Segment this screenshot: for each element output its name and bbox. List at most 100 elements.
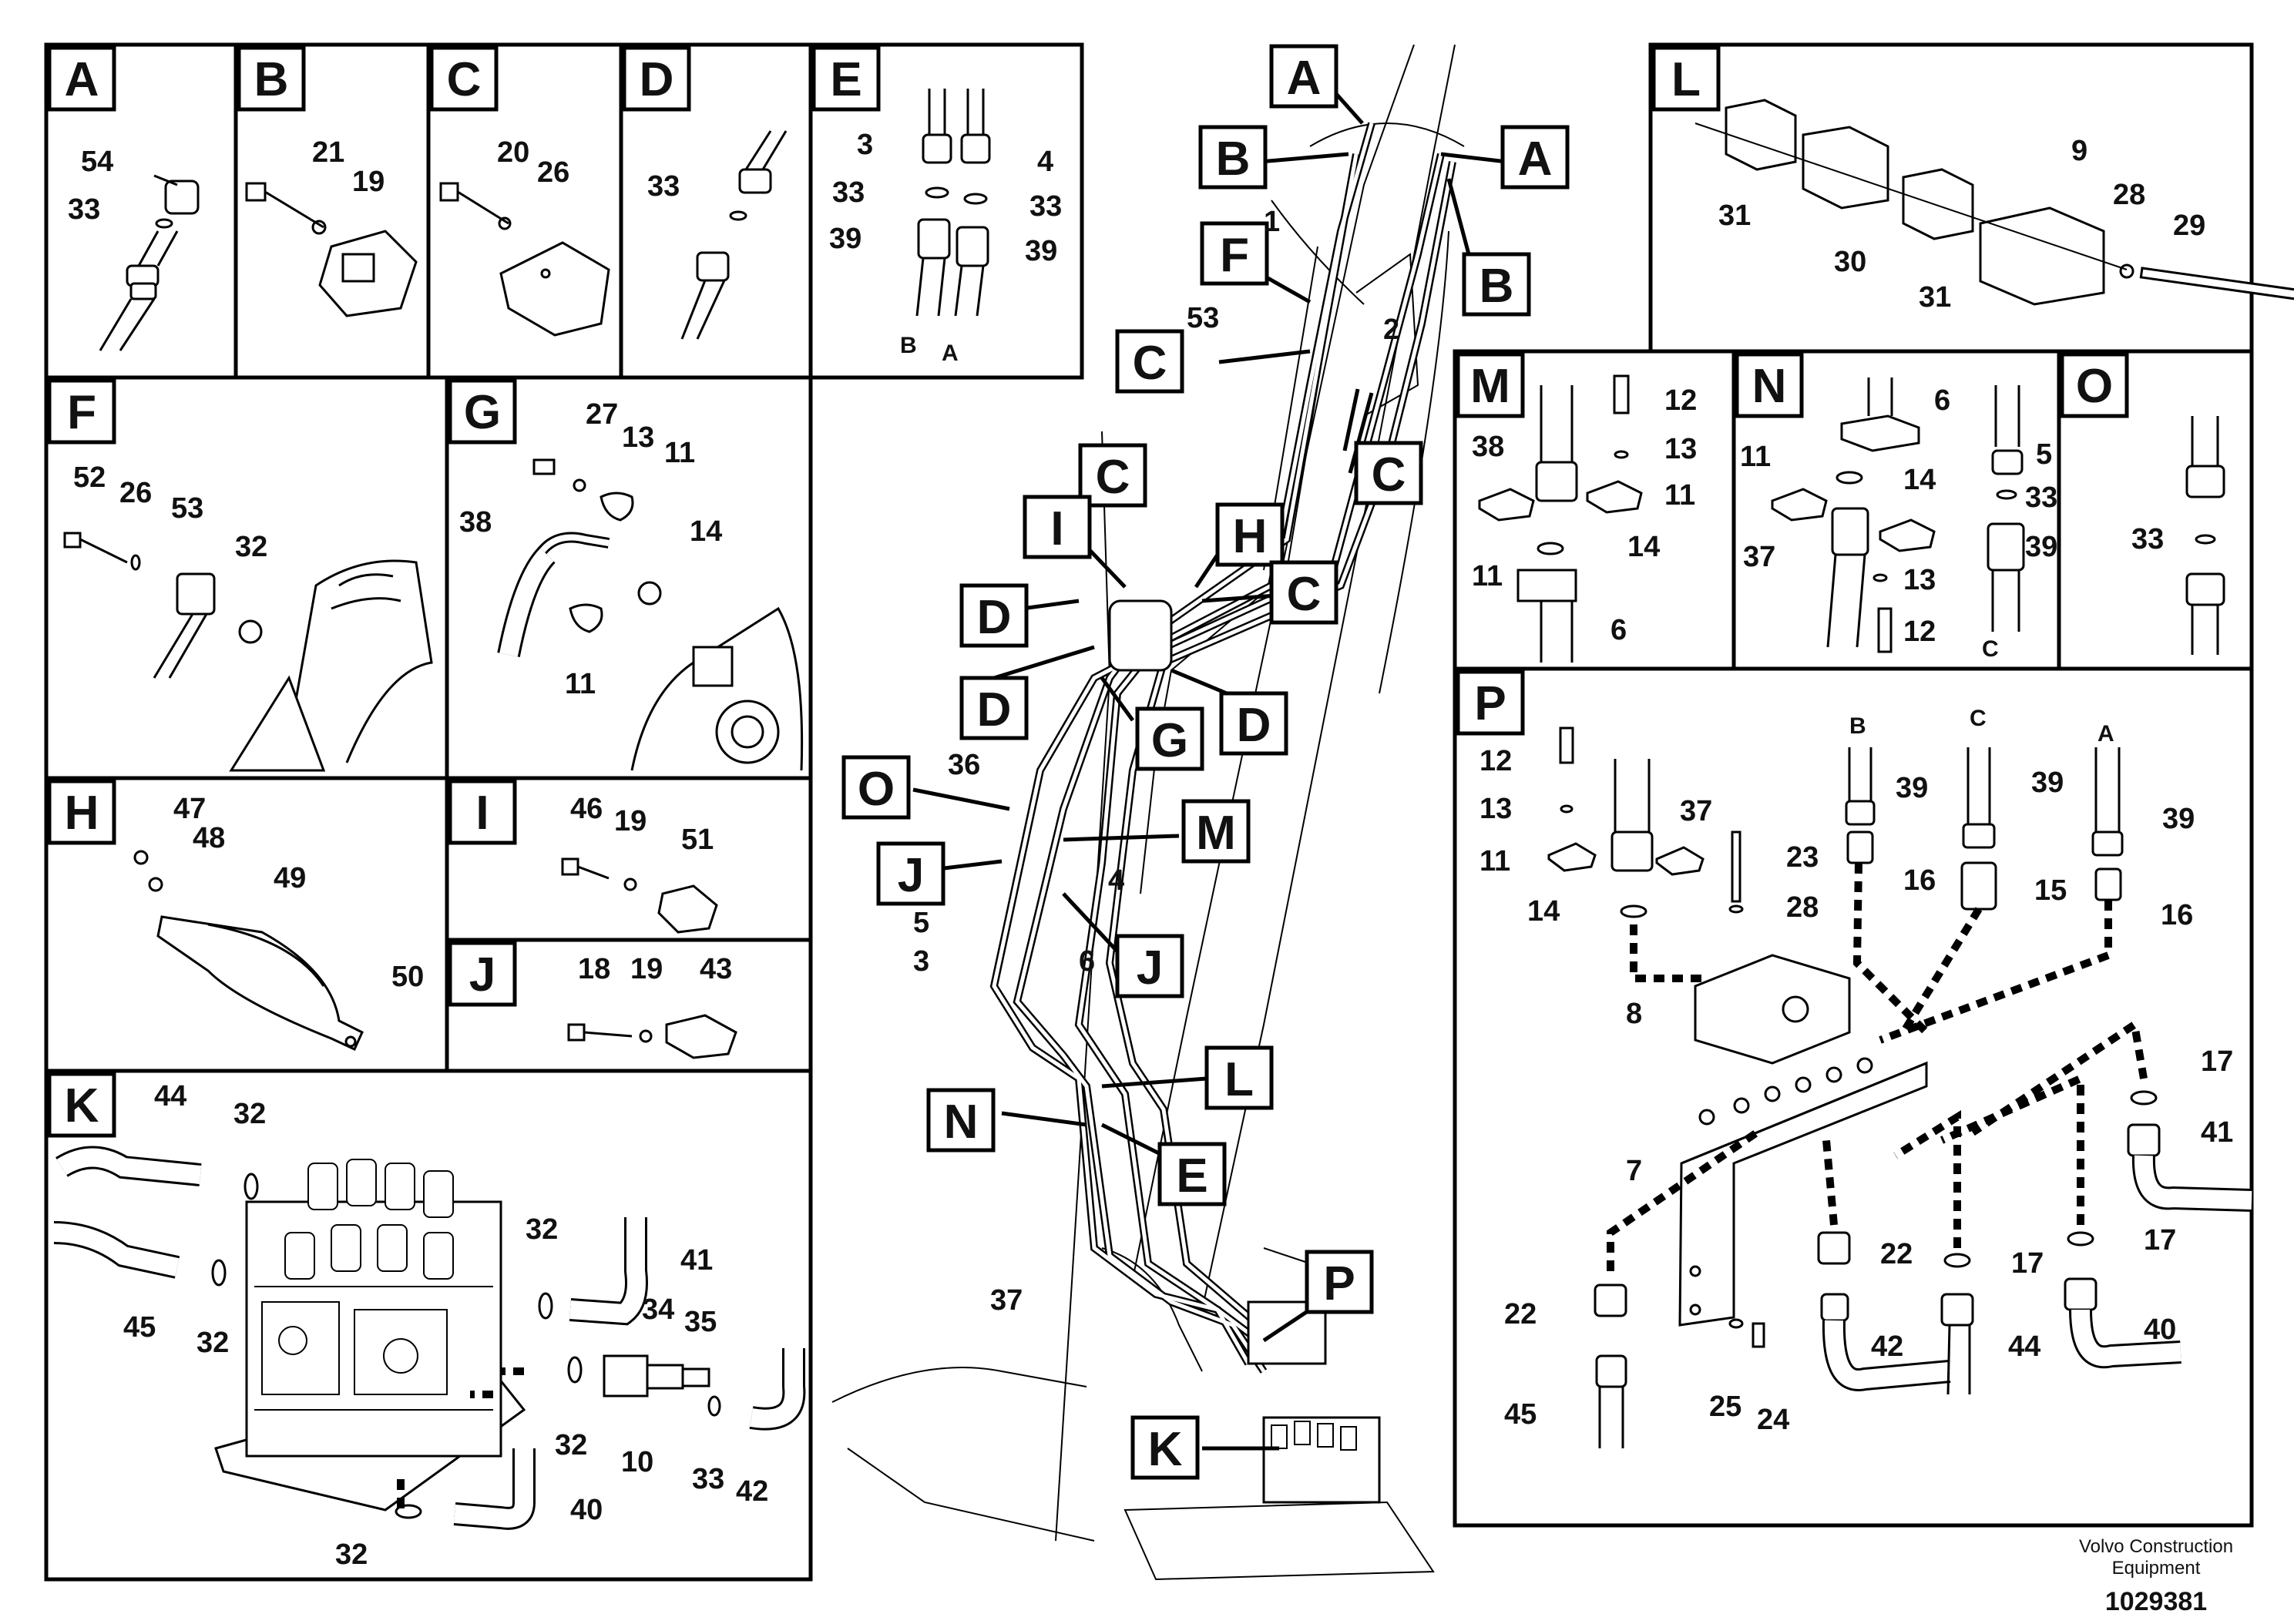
label-m-13: 13 <box>1664 433 1697 465</box>
label-i-51: 51 <box>681 824 714 856</box>
label-p-c: C <box>1970 706 1987 731</box>
label-p-39b: 39 <box>2031 767 2064 799</box>
label-l-30: 30 <box>1834 246 1866 278</box>
label-p-14: 14 <box>1527 895 1560 928</box>
label-g-38: 38 <box>459 506 492 539</box>
label-m-11a: 11 <box>1664 479 1695 512</box>
label-k-41: 41 <box>680 1244 713 1277</box>
label-e-4: 4 <box>1037 146 1053 178</box>
label-p-16b: 16 <box>2161 899 2193 931</box>
label-k-34: 34 <box>642 1293 674 1326</box>
label-k-32a: 32 <box>233 1098 266 1130</box>
label-p-17a: 17 <box>2201 1045 2233 1078</box>
label-k-42: 42 <box>736 1475 768 1508</box>
label-e-3: 3 <box>857 129 873 161</box>
panel-j-drawing <box>567 1014 737 1059</box>
overview-callout-d2: D <box>977 683 1012 737</box>
label-g-27: 27 <box>586 398 618 431</box>
overview-num-6: 6 <box>1079 945 1095 978</box>
label-p-45: 45 <box>1504 1398 1537 1431</box>
overview-drawing <box>831 44 1465 1581</box>
panel-n-drawing <box>1771 377 2025 653</box>
overview-callout-e: E <box>1176 1149 1207 1203</box>
overview-num-3: 3 <box>913 945 929 978</box>
label-p-a: A <box>2098 721 2114 747</box>
panel-c-drawing <box>439 182 610 337</box>
overview-callout-n: N <box>944 1096 979 1149</box>
panel-k-letter: K <box>65 1079 99 1132</box>
panel-i-letter: I <box>475 787 489 840</box>
label-k-35: 35 <box>684 1306 717 1338</box>
overview-callout-i: I <box>1050 502 1063 555</box>
label-k-32e: 32 <box>335 1538 368 1571</box>
label-n-5: 5 <box>2036 438 2052 471</box>
panel-f-letter: F <box>67 386 96 439</box>
overview-callout-o: O <box>858 763 895 816</box>
label-o-33: 33 <box>2131 523 2164 555</box>
label-p-41: 41 <box>2201 1116 2233 1149</box>
panel-a-letter: A <box>65 53 99 106</box>
overview-callout-b2: B <box>1480 260 1514 313</box>
overview-num-5: 5 <box>913 907 929 939</box>
panel-l-drawing <box>1694 99 2294 306</box>
label-p-28: 28 <box>1786 891 1819 924</box>
panel-p-drawing <box>1547 726 2252 1448</box>
label-p-15: 15 <box>2034 874 2067 907</box>
panel-b-letter: B <box>254 53 289 106</box>
label-d-33: 33 <box>647 170 680 203</box>
label-p-7: 7 <box>1626 1155 1642 1187</box>
label-p-42: 42 <box>1871 1330 1903 1363</box>
label-i-46: 46 <box>570 793 603 825</box>
overview-callout-h: H <box>1233 510 1268 563</box>
label-k-45: 45 <box>123 1311 156 1344</box>
label-b-19: 19 <box>352 166 385 198</box>
overview-num-53: 53 <box>1187 302 1219 334</box>
label-e-39b: 39 <box>1025 235 1057 267</box>
label-j-18: 18 <box>578 953 610 985</box>
label-p-24: 24 <box>1757 1404 1789 1436</box>
label-n-c: C <box>1982 636 1999 662</box>
footer-company-2: Equipment <box>2112 1558 2201 1579</box>
label-k-32b: 32 <box>196 1327 229 1359</box>
label-p-16a: 16 <box>1903 864 1936 897</box>
overview-num-36: 36 <box>948 749 980 781</box>
label-m-38: 38 <box>1472 431 1504 463</box>
label-p-17c: 17 <box>2144 1224 2176 1257</box>
label-m-12: 12 <box>1664 384 1697 417</box>
label-e-39a: 39 <box>829 223 862 255</box>
panel-h-letter: H <box>65 787 99 840</box>
footer-doc-number: 1029381 <box>2105 1587 2207 1616</box>
panel-a-drawing <box>99 174 200 351</box>
label-f-26: 26 <box>119 477 152 509</box>
panel-b-drawing <box>245 182 418 317</box>
label-n-39: 39 <box>2025 531 2057 563</box>
label-p-12: 12 <box>1480 745 1512 777</box>
overview-callout-b1: B <box>1216 133 1251 186</box>
panel-k-frame <box>44 1069 813 1582</box>
label-h-48: 48 <box>193 822 225 854</box>
label-n-12: 12 <box>1903 616 1936 648</box>
label-p-37: 37 <box>1680 795 1712 827</box>
label-e-33b: 33 <box>1029 190 1062 223</box>
panel-i-drawing <box>561 857 718 934</box>
overview-callout-j1: J <box>898 849 924 902</box>
overview-callout-d3: D <box>1237 699 1271 752</box>
label-p-39c: 39 <box>2162 803 2195 835</box>
panel-e-frame <box>808 42 1084 380</box>
label-k-33: 33 <box>692 1463 724 1495</box>
label-l-31a: 31 <box>1718 200 1751 232</box>
label-l-9: 9 <box>2071 135 2087 167</box>
panel-p-letter: P <box>1474 677 1506 730</box>
label-b-21: 21 <box>312 136 344 169</box>
overview-num-2: 2 <box>1383 314 1399 346</box>
label-f-53: 53 <box>171 492 203 525</box>
label-g-13: 13 <box>622 421 654 454</box>
label-f-52: 52 <box>73 461 106 494</box>
label-h-50: 50 <box>391 961 424 993</box>
overview-callout-m: M <box>1196 807 1236 860</box>
overview-callout-j2: J <box>1137 941 1163 995</box>
overview-num-4: 4 <box>1108 864 1124 897</box>
label-c-26: 26 <box>537 156 569 189</box>
overview-callout-a1: A <box>1287 52 1322 105</box>
